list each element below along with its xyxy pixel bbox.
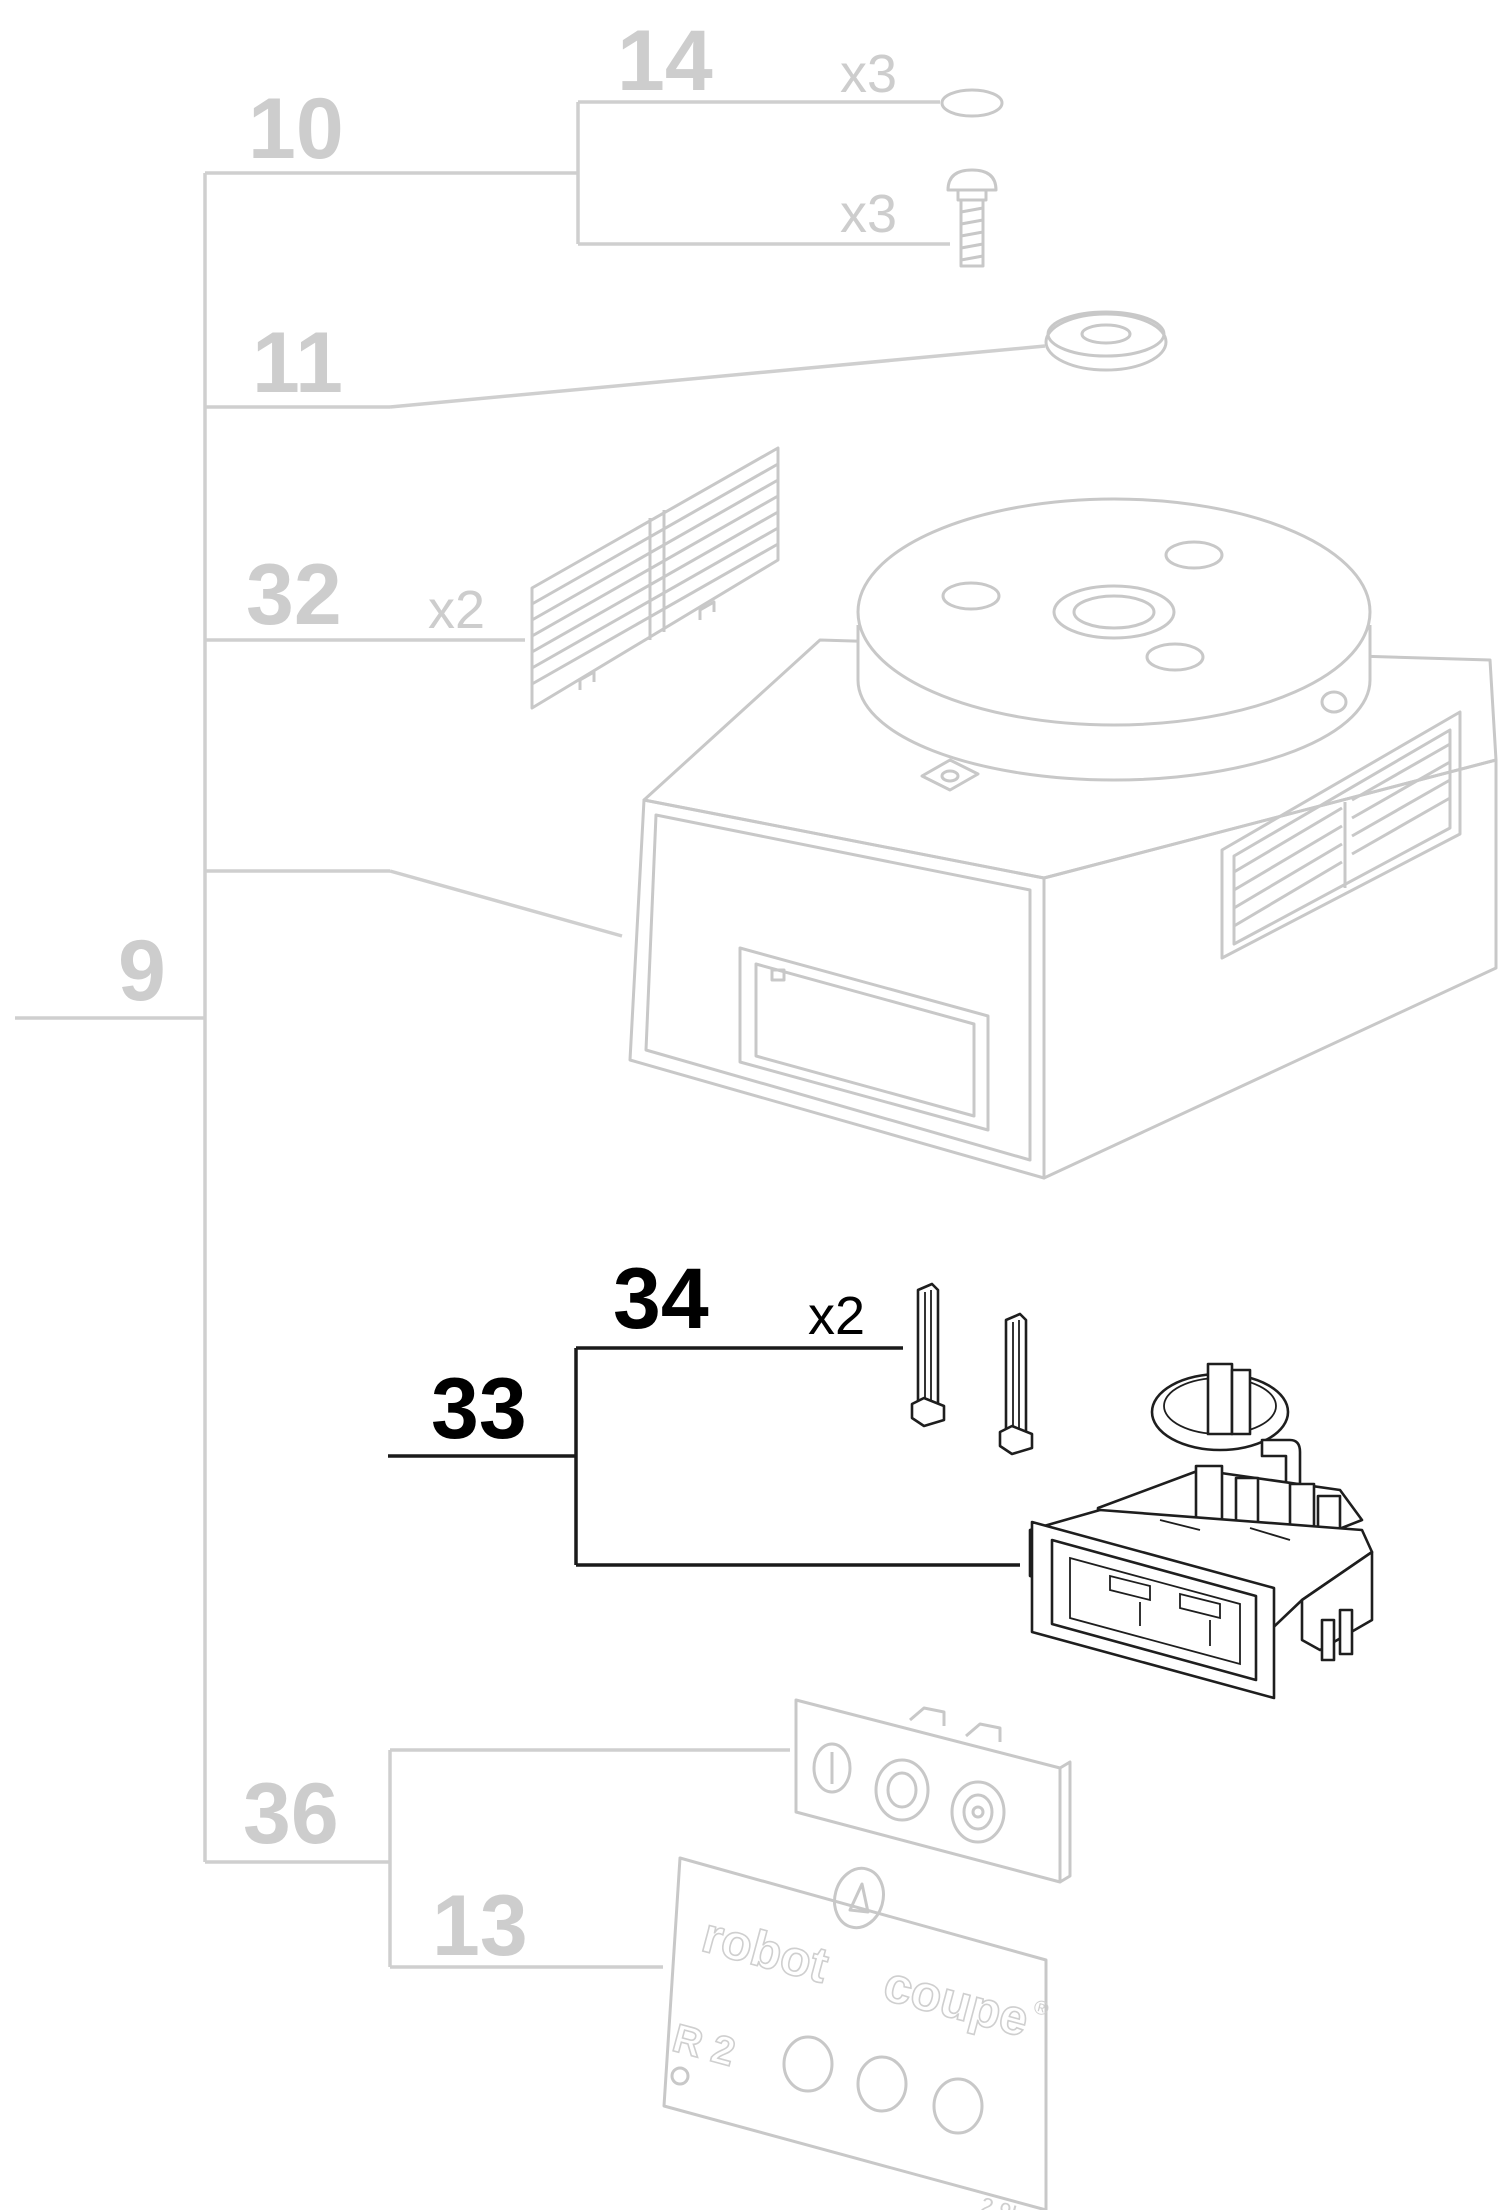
connector-pins-part-34 (910, 1282, 1034, 1456)
switch-assembly-part-33 (1028, 1362, 1374, 1700)
pin-1 (910, 1282, 946, 1428)
callout-13: 13 (432, 1878, 528, 1974)
nameplate-part-13: robot coupe ® R 2 2,9L (662, 1856, 1051, 2210)
model-label: R 2 (668, 2016, 740, 2075)
callout-32: 32 (246, 547, 342, 643)
brand-robot: robot (696, 1907, 834, 1994)
callout-10: 10 (248, 81, 344, 177)
screw-part-10 (946, 168, 998, 268)
control-plate-part-36 (794, 1698, 1072, 1884)
highlighted-callouts: 33 34 x2 (431, 1251, 865, 1457)
quantity-34: x2 (808, 1286, 865, 1346)
motor-base-housing (628, 497, 1498, 1180)
pin-2 (998, 1312, 1034, 1456)
callout-34: 34 (613, 1251, 709, 1347)
callout-14: 14 (617, 13, 713, 109)
faded-leader-lines (15, 100, 1046, 1969)
faded-callouts: 9 10 14 x3 x3 11 32 x2 36 13 (118, 13, 897, 1974)
registered-mark: ® (1031, 1996, 1051, 2021)
capacity-label: 2,9L (978, 2192, 1026, 2210)
callout-9: 9 (118, 923, 166, 1019)
brand-coupe: coupe (878, 1955, 1035, 2047)
washer-part-11 (1044, 310, 1168, 372)
callout-11: 11 (252, 315, 343, 411)
o-ring-part-14 (940, 88, 1004, 118)
vent-grille-part-32 (530, 446, 780, 710)
quantity-screw: x3 (840, 184, 897, 244)
highlighted-leader-lines (388, 1346, 1020, 1567)
callout-36: 36 (243, 1766, 339, 1862)
callout-33: 33 (431, 1361, 527, 1457)
quantity-32: x2 (428, 580, 485, 640)
quantity-14: x3 (840, 44, 897, 104)
